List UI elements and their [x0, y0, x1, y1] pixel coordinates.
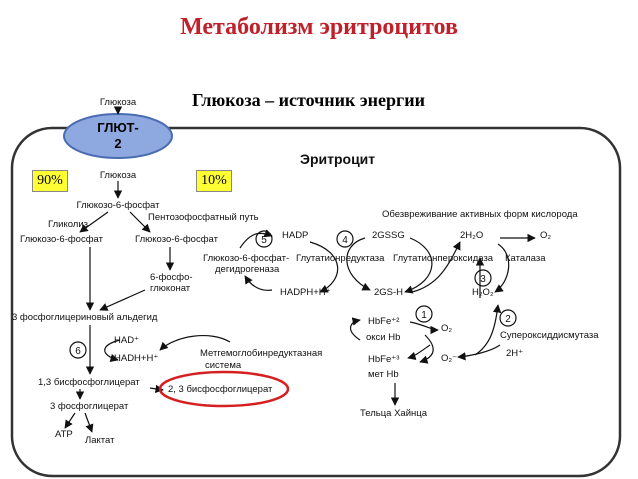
oxyhb-label: окси Hb	[366, 332, 400, 343]
had-label: HAD⁺	[114, 335, 139, 346]
g6pdh-label-2: дегидрогеназа	[215, 264, 280, 275]
cell-label: Эритроцит	[300, 151, 375, 167]
h2o-label: 2H₂O	[460, 230, 483, 241]
ppp-label: Пентозофосфатный путь	[148, 212, 259, 223]
curved-arrow-icon	[159, 335, 231, 351]
g6p-right-label: Глюкозо-6-фосфат	[135, 234, 219, 245]
glut-label-1: ГЛЮТ-	[97, 120, 139, 135]
pg3-label: 3 фосфоглицерат	[50, 401, 129, 412]
curved-arrow-icon	[419, 334, 434, 364]
step-3-num: 3	[480, 274, 486, 285]
step-5-num: 5	[261, 235, 267, 246]
pga-label: 3 фосфоглицериновый альдегид	[12, 312, 158, 323]
gssg-label: 2GSSG	[372, 230, 405, 241]
h2o2-label: H₂O₂	[472, 287, 494, 298]
step-4-num: 4	[342, 235, 348, 246]
curved-arrow-icon	[409, 321, 439, 335]
superoxide-label: O₂⁻	[441, 353, 457, 364]
curved-arrow-icon	[407, 344, 431, 360]
gr-label: Глутатионредуктаза	[296, 253, 385, 264]
g6pdh-label-1: Глюкозо-6-фосфат-	[203, 253, 289, 264]
arrow-icon	[84, 412, 94, 433]
bpg23-label: 2, 3 бисфосфоглицерат	[168, 384, 273, 395]
heinz-label: Тельца Хайнца	[360, 408, 428, 419]
curved-arrow-icon	[350, 317, 361, 341]
pgluconate-label-1: 6-фосфо-	[150, 272, 193, 283]
arrow-icon	[64, 412, 76, 429]
curved-arrow-icon	[239, 229, 273, 249]
glycolysis-label: Гликолиз	[48, 219, 88, 230]
detox-label: Обезвреживание активных форм кислорода	[382, 209, 578, 220]
g6p-left-label: Глюкозо-6-фосфат	[20, 234, 104, 245]
step-3-circle	[474, 269, 492, 287]
hbfe3-label: HbFe⁺³	[368, 354, 399, 365]
gsh-label: 2GS-H	[374, 287, 403, 298]
step-1-circle	[415, 305, 433, 323]
pgluconate-label-2: глюконат	[150, 283, 191, 294]
curved-arrow-icon	[411, 241, 461, 293]
gpx-label: Глутатионпероксидаза	[393, 253, 494, 264]
lactate-label: Лактат	[85, 435, 115, 446]
glucose-outside-label: Глюкоза	[100, 97, 137, 108]
g6p-label: Глюкозо-6-фосфат	[77, 200, 161, 211]
glut-label-2: 2	[114, 136, 121, 151]
mhbr-label-1: Метгемоглобинредуктазная	[200, 348, 322, 359]
curved-arrow-icon	[404, 237, 433, 294]
bpg13-label: 1,3 бисфосфоглицерат	[38, 377, 140, 388]
glucose-inside-label: Глюкоза	[100, 170, 137, 181]
two-h-label: 2H⁺	[506, 348, 523, 359]
hbfe2-label: HbFe⁺²	[368, 316, 399, 327]
step-2-circle	[499, 309, 517, 327]
arrow-icon	[99, 289, 146, 311]
curved-arrow-icon	[346, 237, 371, 291]
percent-90-box: 90%	[32, 170, 68, 192]
step-4-circle	[336, 230, 354, 248]
curved-arrow-icon	[244, 275, 273, 291]
bpg23-highlight	[158, 370, 290, 408]
o2-top-label: O₂	[540, 230, 551, 241]
curved-arrow-icon	[474, 304, 502, 356]
catalase-label: Каталаза	[505, 253, 546, 264]
atp-label: ATP	[55, 429, 73, 440]
cell-membrane	[10, 126, 622, 478]
subtitle: Глюкоза – источник энергии	[192, 90, 425, 110]
mhbr-label-2: система	[205, 360, 242, 371]
hadh-label: HADH+H⁺	[114, 353, 158, 364]
page-title: Метаболизм эритроцитов	[180, 14, 458, 40]
step-6-circle	[69, 341, 87, 359]
sod-label: Супероксиддисмутаза	[500, 330, 599, 341]
methb-label: мет Hb	[368, 369, 399, 380]
hadp-label: HADP	[282, 230, 308, 241]
curved-arrow-icon	[457, 344, 501, 361]
hadph-label: HADPH+H⁺	[280, 287, 331, 298]
percent-10-box: 10%	[196, 170, 232, 192]
arrow-icon	[129, 211, 151, 233]
step-6-num: 6	[75, 346, 81, 357]
curved-arrow-icon	[494, 243, 510, 293]
curved-arrow-icon	[309, 241, 339, 293]
o2-mid-label: O₂	[441, 323, 452, 334]
step-2-num: 2	[505, 314, 511, 325]
curved-arrow-icon	[104, 339, 121, 363]
arrow-icon	[79, 211, 109, 233]
step-1-num: 1	[421, 310, 427, 321]
